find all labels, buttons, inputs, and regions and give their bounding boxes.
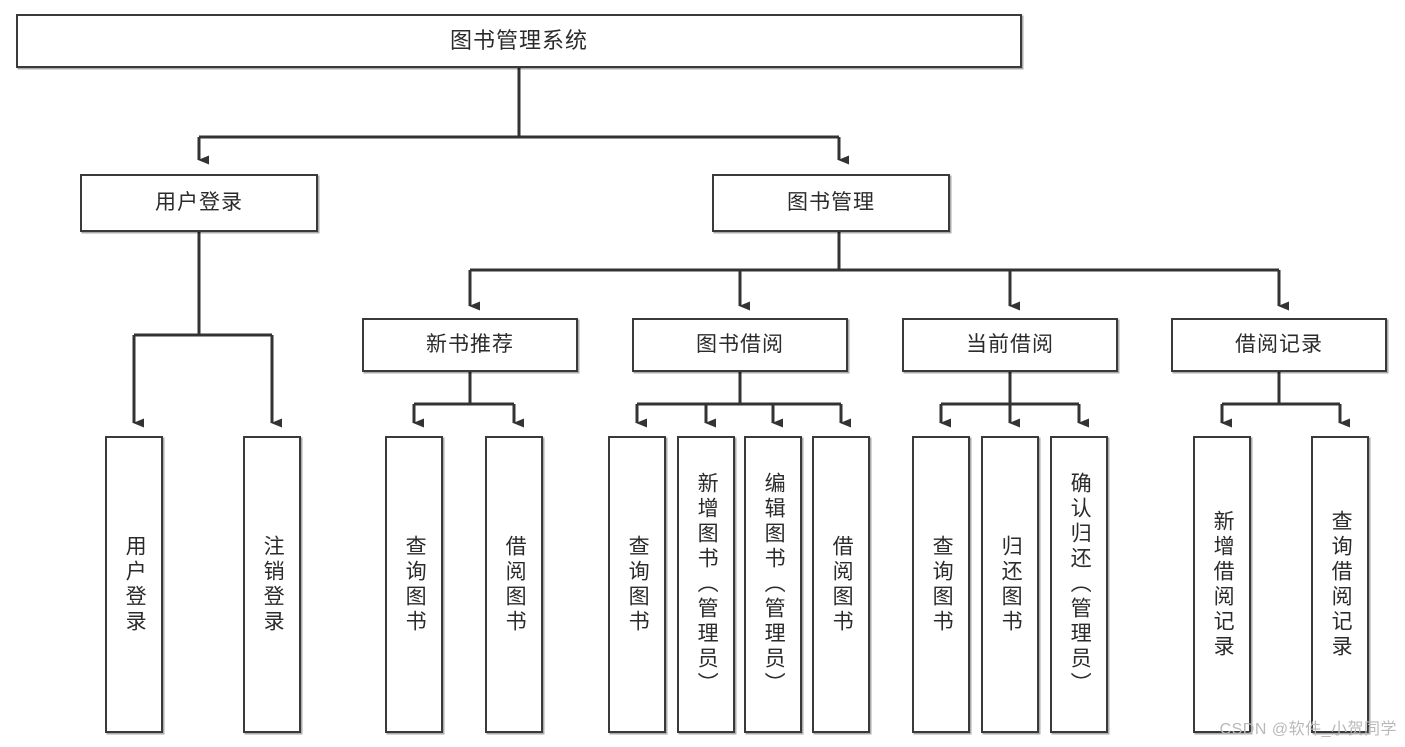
node-current-borrow-label: 当前借阅 <box>966 333 1054 357</box>
node-user-login[interactable]: 用户登录 <box>80 174 318 232</box>
node-book-manage-label: 图书管理 <box>787 191 875 215</box>
node-borrow-record-label: 借阅记录 <box>1235 333 1323 357</box>
leaf-query-book-1[interactable]: 查询图书 <box>385 436 443 733</box>
leaf-edit-book-label: 编辑图书（管理员） <box>762 472 786 697</box>
leaf-query-record[interactable]: 查询借阅记录 <box>1311 436 1369 733</box>
leaf-add-book-label: 新增图书（管理员） <box>695 472 719 697</box>
leaf-query-book-1-label: 查询图书 <box>403 534 427 635</box>
leaf-user-logout[interactable]: 注销登录 <box>243 436 301 733</box>
leaf-query-book-2-label: 查询图书 <box>626 534 650 635</box>
leaf-borrow-book-1-label: 借阅图书 <box>503 534 527 635</box>
leaf-query-book-3[interactable]: 查询图书 <box>912 436 970 733</box>
leaf-query-record-label: 查询借阅记录 <box>1329 509 1353 660</box>
node-current-borrow[interactable]: 当前借阅 <box>902 318 1118 372</box>
leaf-borrow-book-2-label: 借阅图书 <box>830 534 854 635</box>
leaf-add-book[interactable]: 新增图书（管理员） <box>677 436 735 733</box>
node-user-login-label: 用户登录 <box>155 191 243 215</box>
leaf-edit-book[interactable]: 编辑图书（管理员） <box>744 436 802 733</box>
leaf-confirm-return-label: 确认归还（管理员） <box>1068 472 1092 697</box>
node-borrow-record[interactable]: 借阅记录 <box>1171 318 1387 372</box>
leaf-confirm-return[interactable]: 确认归还（管理员） <box>1050 436 1108 733</box>
leaf-borrow-book-2[interactable]: 借阅图书 <box>812 436 870 733</box>
leaf-user-login-label: 用户登录 <box>123 534 147 635</box>
leaf-query-book-3-label: 查询图书 <box>930 534 954 635</box>
leaf-add-record[interactable]: 新增借阅记录 <box>1193 436 1251 733</box>
leaf-return-book[interactable]: 归还图书 <box>981 436 1039 733</box>
watermark: CSDN @软件_小贺同学 <box>1219 721 1397 738</box>
leaf-user-login[interactable]: 用户登录 <box>105 436 163 733</box>
leaf-add-record-label: 新增借阅记录 <box>1211 509 1235 660</box>
node-root-label: 图书管理系统 <box>449 27 588 53</box>
node-new-book-recommend[interactable]: 新书推荐 <box>362 318 578 372</box>
leaf-user-logout-label: 注销登录 <box>261 534 285 635</box>
node-new-book-recommend-label: 新书推荐 <box>426 333 514 357</box>
node-book-borrow-label: 图书借阅 <box>696 333 784 357</box>
leaf-return-book-label: 归还图书 <box>999 534 1023 635</box>
node-root[interactable]: 图书管理系统 <box>16 14 1022 68</box>
leaf-borrow-book-1[interactable]: 借阅图书 <box>485 436 543 733</box>
leaf-query-book-2[interactable]: 查询图书 <box>608 436 666 733</box>
node-book-borrow[interactable]: 图书借阅 <box>632 318 848 372</box>
node-book-manage[interactable]: 图书管理 <box>712 174 950 232</box>
